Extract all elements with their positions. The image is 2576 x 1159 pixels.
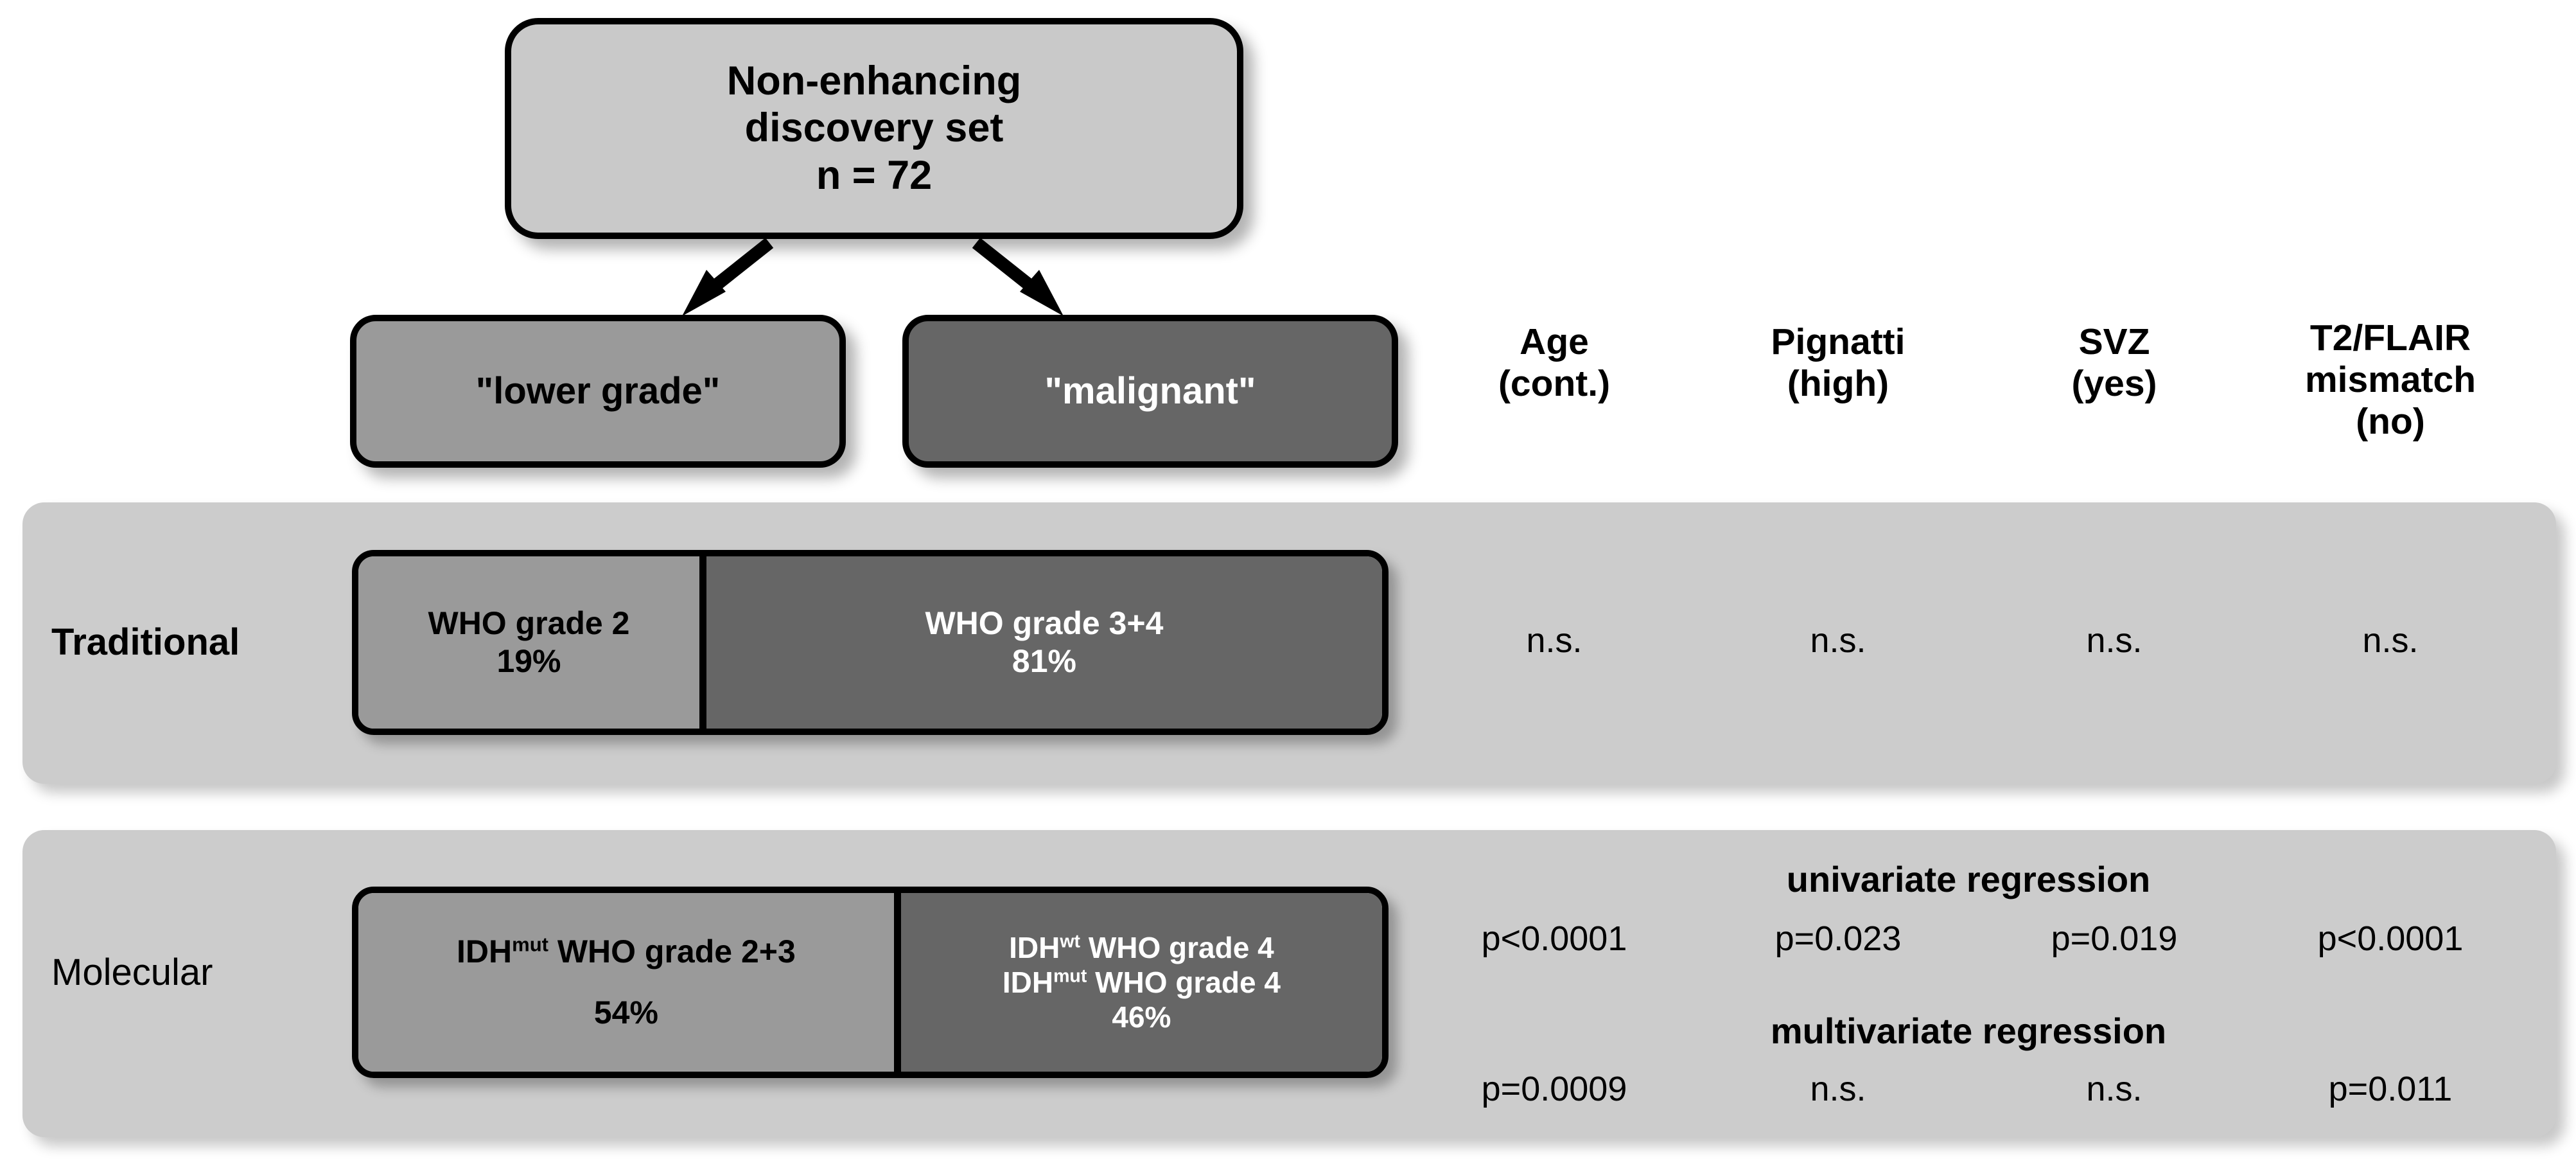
univariate-regression-title: univariate regression	[1786, 859, 2151, 899]
bar-segment-who-grade-2-label: WHO grade 2	[428, 605, 630, 641]
stat-multivariate-svz: n.s.	[2086, 1070, 2142, 1108]
branch-node-malignant: "malignant"	[902, 315, 1398, 468]
multivariate-regression-title: multivariate regression	[1770, 1011, 2167, 1051]
branch-node-lower-grade-label: "lower grade"	[475, 370, 721, 412]
column-header-svz-line2: (yes)	[2071, 362, 2157, 404]
root-node-non-enhancing-discovery-set: Non-enhancing discovery set n = 72	[505, 18, 1243, 239]
bar-segment-who-grade-3-4-pct: 81%	[1012, 643, 1076, 679]
stat-multivariate-t2-flair: p=0.011	[2328, 1070, 2453, 1108]
column-header-t2-flair-mismatch: T2/FLAIR mismatch (no)	[2305, 317, 2476, 443]
column-header-t2-flair-line3: (no)	[2356, 400, 2425, 442]
stacked-bar-molecular: IDHmut WHO grade 2+3 54% IDHwt WHO grade…	[352, 887, 1389, 1078]
bar-segment-idh-mut-grade-2-3-pct: 54%	[593, 995, 658, 1031]
stat-traditional-t2-flair: n.s.	[2362, 621, 2419, 660]
bar-segment-who-grade-3-4: WHO grade 3+4 81%	[706, 556, 1382, 729]
stat-multivariate-age: p=0.0009	[1481, 1070, 1627, 1108]
idh-mut4-suffix: WHO grade 4	[1087, 965, 1281, 999]
bar-segment-who-grade-2: WHO grade 2 19%	[358, 556, 706, 729]
stat-traditional-pignatti: n.s.	[1810, 621, 1866, 660]
bar-segment-idh-mut-grade-2-3-label: IDHmut WHO grade 2+3	[457, 933, 796, 971]
bar-segment-idh-mut-grade-4-label: IDHmut WHO grade 4	[1003, 965, 1281, 1000]
idh-mut4-superscript: mut	[1053, 966, 1087, 987]
idh-prefix-left: IDH	[457, 933, 513, 969]
column-header-pignatti-line2: (high)	[1787, 362, 1889, 404]
stat-univariate-t2-flair: p<0.0001	[2317, 919, 2464, 958]
bar-segment-idh-grade-4-pct: 46%	[1112, 1000, 1171, 1034]
column-header-age-line1: Age	[1520, 321, 1589, 362]
stat-univariate-age: p<0.0001	[1481, 919, 1627, 958]
stacked-bar-traditional: WHO grade 2 19% WHO grade 3+4 81%	[352, 550, 1389, 735]
arrow-to-malignant	[972, 238, 1064, 316]
bar-segment-who-grade-2-pct: 19%	[496, 643, 561, 679]
stat-univariate-pignatti: p=0.023	[1774, 919, 1902, 958]
stat-traditional-age: n.s.	[1526, 621, 1582, 660]
stat-univariate-svz: p=0.019	[2051, 919, 2178, 958]
column-header-svz-line1: SVZ	[2078, 321, 2150, 362]
stat-multivariate-pignatti: n.s.	[1810, 1070, 1866, 1108]
stat-traditional-svz: n.s.	[2086, 621, 2142, 660]
row-label-traditional: Traditional	[51, 621, 240, 663]
column-header-age-line2: (cont.)	[1498, 362, 1611, 404]
idh-superscript-left: mut	[512, 933, 548, 956]
root-node-line3: n = 72	[816, 152, 933, 198]
root-node-line2: discovery set	[744, 105, 1004, 151]
bar-segment-idh-grade-4: IDHwt WHO grade 4 IDHmut WHO grade 4 46%	[900, 893, 1382, 1072]
root-node-line1: Non-enhancing	[726, 58, 1022, 104]
idh-wt-suffix: WHO grade 4	[1080, 930, 1274, 964]
column-header-t2-flair-line1: T2/FLAIR	[2309, 317, 2471, 358]
bar-segment-who-grade-3-4-label: WHO grade 3+4	[925, 605, 1164, 641]
branch-node-lower-grade: "lower grade"	[350, 315, 846, 468]
column-header-pignatti-line1: Pignatti	[1771, 321, 1906, 362]
idh-suffix-left: WHO grade 2+3	[548, 933, 796, 969]
arrow-to-lower-grade	[682, 238, 774, 316]
branch-node-malignant-label: "malignant"	[1044, 370, 1256, 412]
bar-segment-idh-wt-grade-4-label: IDHwt WHO grade 4	[1009, 930, 1274, 965]
column-header-pignatti: Pignatti (high)	[1771, 321, 1906, 405]
idh-wt-superscript: wt	[1060, 931, 1081, 952]
column-header-svz: SVZ (yes)	[2071, 321, 2157, 405]
column-header-age: Age (cont.)	[1498, 321, 1610, 405]
bar-segment-idh-mut-grade-2-3: IDHmut WHO grade 2+3 54%	[358, 893, 901, 1072]
idh-wt-prefix: IDH	[1009, 930, 1060, 964]
idh-mut4-prefix: IDH	[1002, 965, 1054, 999]
column-header-t2-flair-line2: mismatch	[2304, 358, 2476, 400]
row-label-molecular: Molecular	[51, 951, 213, 993]
